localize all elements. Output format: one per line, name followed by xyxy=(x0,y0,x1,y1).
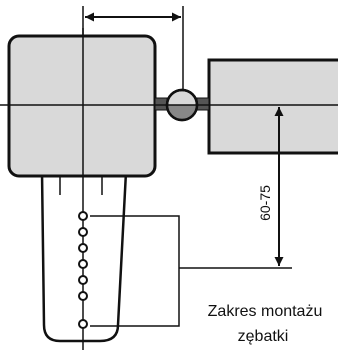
rack-bracket xyxy=(40,171,128,343)
motor-box xyxy=(7,34,157,178)
shaft-stub-right xyxy=(196,97,210,111)
range-bracket-line xyxy=(90,215,180,327)
caption-line-1: Zakres montażu xyxy=(208,303,323,320)
coupling-half-fill xyxy=(167,105,197,120)
hole xyxy=(78,291,88,301)
hole xyxy=(78,275,88,285)
driven-box xyxy=(207,58,338,155)
hole xyxy=(78,259,88,269)
driven-box-body xyxy=(207,58,338,155)
dimension-label: 60-75 xyxy=(257,185,273,221)
hole xyxy=(78,211,88,221)
caption-line-2: zębatki xyxy=(238,328,289,345)
shaft-stub-left xyxy=(154,97,168,111)
range-leader xyxy=(90,215,292,327)
motor-box-body xyxy=(7,34,157,178)
bracket-holes xyxy=(78,211,88,329)
bracket-outline xyxy=(40,171,128,343)
hole xyxy=(78,319,88,329)
hole xyxy=(78,227,88,237)
hole xyxy=(78,243,88,253)
